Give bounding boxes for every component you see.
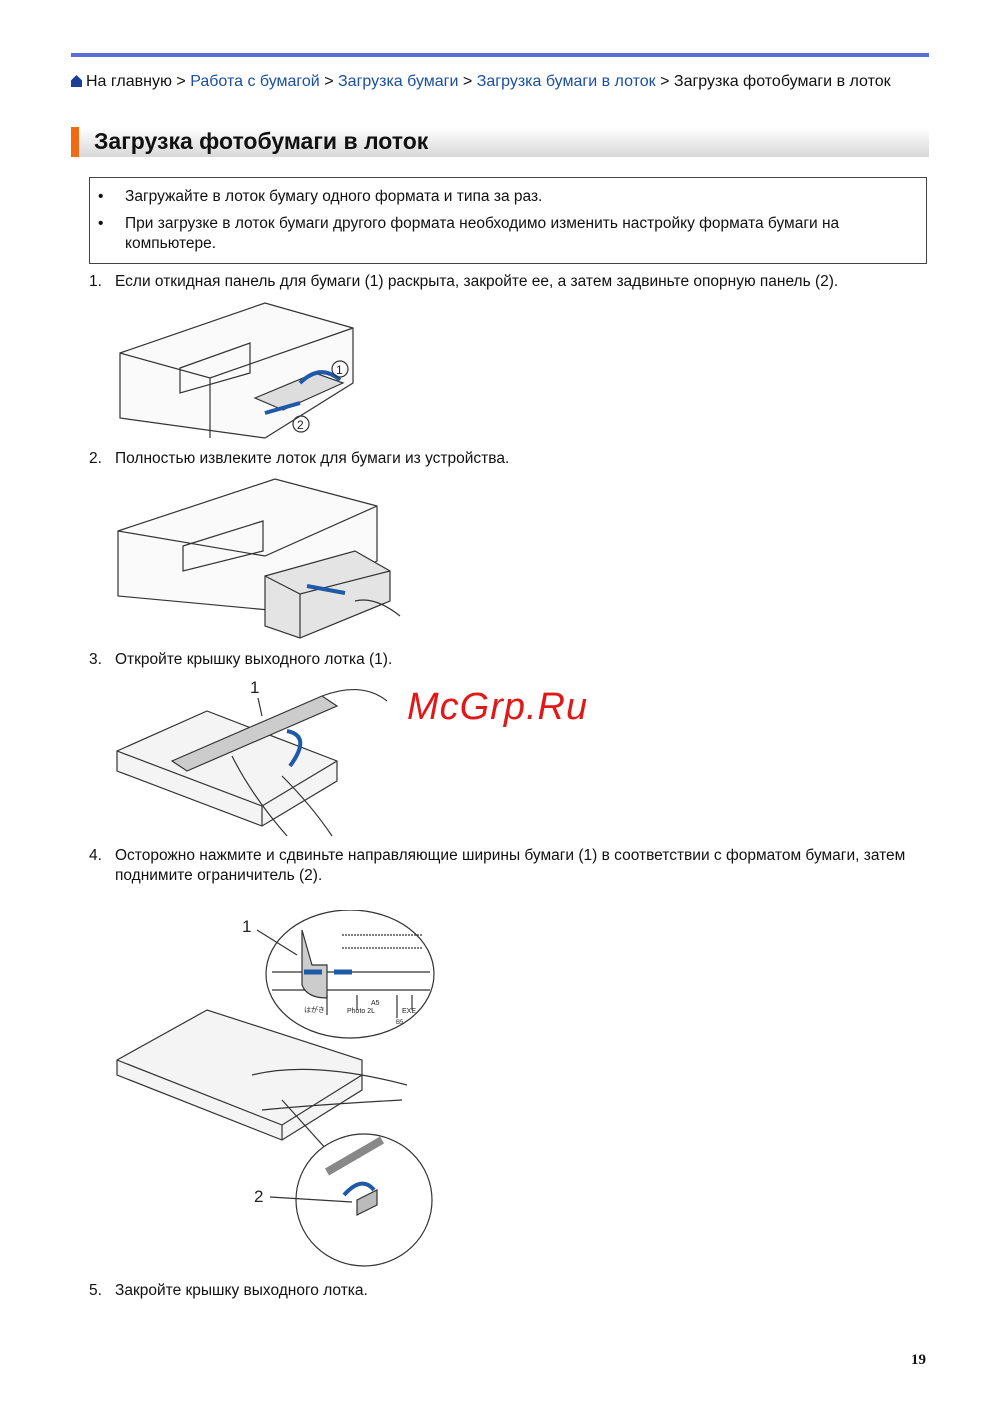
tray-label-hagaki: はがき xyxy=(304,1005,325,1014)
illustration-open-cover: 1 xyxy=(116,678,388,837)
breadcrumb-separator: > xyxy=(324,73,334,90)
step-3: 3. Откройте крышку выходного лотка (1). xyxy=(89,650,939,670)
breadcrumb-link-load-paper[interactable]: Загрузка бумаги xyxy=(338,73,459,90)
breadcrumb-link-load-tray[interactable]: Загрузка бумаги в лоток xyxy=(476,73,656,90)
breadcrumb-current: Загрузка фотобумаги в лоток xyxy=(673,73,891,90)
illustration-remove-tray xyxy=(117,478,401,639)
callout-1: 1 xyxy=(242,917,251,936)
top-rule xyxy=(71,53,929,57)
home-icon[interactable] xyxy=(71,75,82,87)
breadcrumb-separator: > xyxy=(176,73,186,90)
step-text: Осторожно нажмите и сдвиньте направляющи… xyxy=(115,847,906,884)
callout-1: 1 xyxy=(336,363,343,377)
tray-label-exe: EXE xyxy=(402,1008,416,1015)
step-number: 5. xyxy=(89,1282,102,1299)
tray-label-b5: B5 xyxy=(396,1020,404,1026)
step-text: Откройте крышку выходного лотка (1). xyxy=(115,651,393,668)
step-text: Закройте крышку выходного лотка. xyxy=(115,1282,368,1299)
step-text: Если откидная панель для бумаги (1) раск… xyxy=(115,273,839,290)
step-text: Полностью извлеките лоток для бумаги из … xyxy=(115,450,510,467)
note-item: При загрузке в лоток бумаги другого форм… xyxy=(90,214,914,254)
page-title-bar: Загрузка фотобумаги в лоток xyxy=(71,127,929,157)
illustration-adjust-guides: はがき Photo 2L A5 EXE B5 1 2 xyxy=(116,910,435,1267)
title-marker xyxy=(71,127,79,157)
breadcrumb: На главную > Работа с бумагой > Загрузка… xyxy=(71,71,941,92)
step-4: 4. Осторожно нажмите и сдвиньте направляю… xyxy=(89,846,939,886)
tray-label-a5: A5 xyxy=(371,1000,380,1007)
callout-2: 2 xyxy=(297,418,304,432)
note-box: Загружайте в лоток бумагу одного формата… xyxy=(89,177,927,264)
step-2: 2. Полностью извлеките лоток для бумаги и… xyxy=(89,449,939,469)
step-5: 5. Закройте крышку выходного лотка. xyxy=(89,1281,939,1301)
breadcrumb-separator: > xyxy=(660,73,670,90)
breadcrumb-link-paper-handling[interactable]: Работа с бумагой xyxy=(190,73,320,90)
step-number: 1. xyxy=(89,273,102,290)
step-1: 1. Если откидная панель для бумаги (1) ра… xyxy=(89,272,939,292)
callout-1: 1 xyxy=(250,678,259,697)
tray-label-photo2l: Photo 2L xyxy=(347,1008,375,1015)
watermark: McGrp.Ru xyxy=(407,686,589,728)
step-number: 4. xyxy=(89,847,102,864)
note-item: Загружайте в лоток бумагу одного формата… xyxy=(90,187,914,207)
page-number: 19 xyxy=(911,1352,926,1368)
step-number: 2. xyxy=(89,450,102,467)
illustration-close-flap: 1 2 xyxy=(119,302,354,439)
step-number: 3. xyxy=(89,651,102,668)
callout-2: 2 xyxy=(254,1187,263,1206)
breadcrumb-separator: > xyxy=(462,73,473,90)
breadcrumb-home[interactable]: На главную xyxy=(86,73,172,90)
page-title: Загрузка фотобумаги в лоток xyxy=(94,128,429,154)
